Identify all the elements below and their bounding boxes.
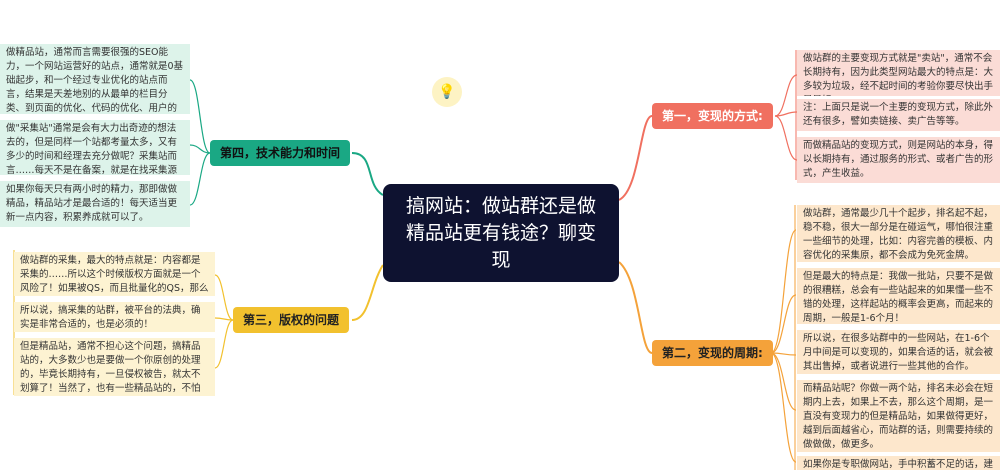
- leaf-monetize-2[interactable]: 注：上面只是说一个主要的变现方式，除此外还有很多，譬如卖链接、卖广告等等。: [797, 99, 1000, 131]
- lightbulb-icon: 💡: [432, 77, 462, 107]
- leaf-cycle-4[interactable]: 而精品站呢？你做一两个站，排名未必会在短期内上去，如果上不去，那么这个周期，是一…: [797, 380, 1000, 452]
- leaf-tech-2[interactable]: 做"采集站"通常是会有大力出奇迹的想法去的，但是同样一个站都考量太多，又有多少的…: [0, 120, 190, 175]
- root-topic[interactable]: 搞网站：做站群还是做精品站更有钱途？聊变现: [383, 184, 619, 282]
- leaf-tech-1[interactable]: 做精品站，通常而言需要很强的SEO能力，一个网站运营好的站点，通常就是0基础起步…: [0, 44, 190, 114]
- branch-tech[interactable]: 第四，技术能力和时间: [210, 140, 351, 166]
- branch-monetize[interactable]: 第一，变现的方式:: [652, 103, 773, 129]
- leaf-monetize-3[interactable]: 而做精品站的变现方式，则是网站的本身，得以长期持有，通过服务的形式、或者广告的形…: [797, 137, 1000, 183]
- leaf-tech-3[interactable]: 如果你每天只有两小时的精力，那即做做精品，精品站才是最合适的！每天适当更新一点内…: [0, 181, 190, 227]
- link-root-cycle: [618, 261, 653, 354]
- leaf-copyright-2[interactable]: 所以说，搞采集的站群，被平台的法典，确实是非常合适的，也是必须的！: [14, 302, 215, 332]
- link-root-copyright: [351, 264, 384, 321]
- leaf-cycle-1[interactable]: 做站群，通常最少几十个起步，排名起不起，稳不稳，很大一部分是在碰运气，哪怕很注重…: [797, 205, 1000, 262]
- leaf-cycle-3[interactable]: 所以说，在很多站群中的一些网站，在1-6个月中间是可以变现的，如果合适的话，就会…: [797, 330, 1000, 374]
- leaf-cycle-5[interactable]: 如果你是专职做网站，手中积蓄不足的话，建议: [797, 456, 1000, 470]
- leaf-cycle-2[interactable]: 但是最大的特点是：我做一批站，只要不是做的很糟糕，总会有一些站起来的如果懂一些不…: [797, 268, 1000, 324]
- leaf-copyright-3[interactable]: 但是精品站，通常不担心这个问题，搞精品站的，大多数少也是要做一个你原创的处理的，…: [14, 338, 215, 396]
- link-root-monetize: [618, 115, 653, 201]
- branch-tech-label: 第四，技术能力和时间: [220, 146, 341, 160]
- leaf-monetize-1[interactable]: 做站群的主要变现方式就是"卖站"，通常不会长期持有，因为此类型网站最大的特点是：…: [797, 50, 1000, 96]
- branch-cycle-label: 第二，变现的周期:: [662, 346, 763, 360]
- branch-copyright-label: 第三，版权的问题: [243, 313, 340, 327]
- root-title: 搞网站：做站群还是做精品站更有钱途？聊变现: [405, 194, 596, 271]
- link-root-tech: [351, 152, 384, 196]
- leaf-copyright-1[interactable]: 做站群的采集，最大的特点就是：内容都是采集的……所以这个时候版权方面就是一个风险…: [14, 252, 215, 296]
- branch-cycle[interactable]: 第二，变现的周期:: [652, 340, 773, 366]
- branch-monetize-label: 第一，变现的方式:: [662, 109, 763, 123]
- branch-copyright[interactable]: 第三，版权的问题: [233, 307, 350, 333]
